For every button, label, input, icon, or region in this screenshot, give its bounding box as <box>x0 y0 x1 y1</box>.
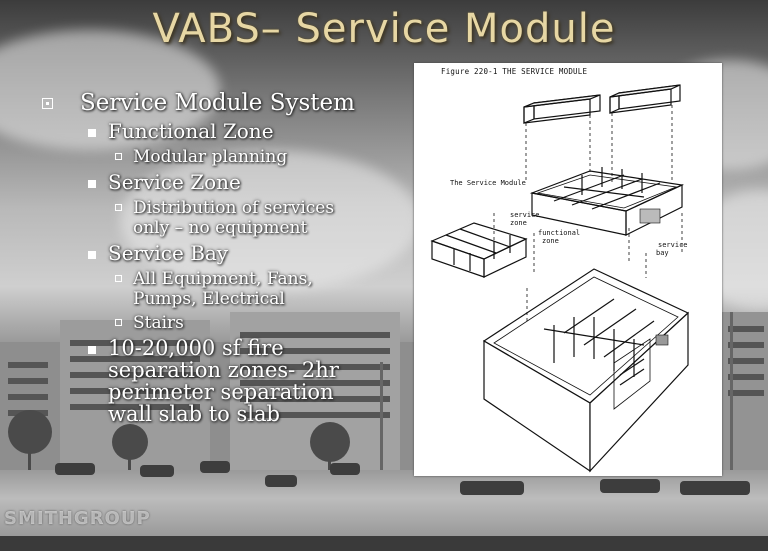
bullet-item: Functional Zone <box>40 120 420 143</box>
service-bay-box-right <box>609 84 681 114</box>
bullet-item: Service Zone <box>40 171 420 194</box>
bullet-item: Service Module System <box>40 90 420 116</box>
service-module-figure: Figure 220-1 THE SERVICE MODULE <box>414 63 722 476</box>
label-functional-zone-1: functional <box>538 229 581 237</box>
bullet-text: Service Module System <box>80 90 355 116</box>
bullet-item: All Equipment, Fans, Pumps, Electrical <box>40 269 340 309</box>
bottom-band <box>0 536 768 551</box>
bullet-text: All Equipment, Fans, Pumps, Electrical <box>133 269 313 309</box>
hollow-square-bullet-icon <box>115 275 122 282</box>
square-bullet-icon <box>88 346 96 354</box>
service-module-slab <box>529 167 685 236</box>
service-module-base <box>482 268 690 473</box>
square-bullet-icon <box>88 180 96 188</box>
hollow-square-bullet-icon <box>115 319 122 326</box>
hollow-square-bullet-icon <box>115 204 122 211</box>
bullet-item: Stairs <box>40 313 420 333</box>
slide-title: VABS– Service Module <box>152 6 616 52</box>
bullet-item: Distribution of services only – no equip… <box>40 198 370 238</box>
square-bullet-icon <box>88 251 96 259</box>
bullet-list: Service Module System Functional Zone Mo… <box>40 90 420 429</box>
label-service-zone-2: zone <box>510 219 527 227</box>
smithgroup-logo: SMITHGROUP <box>4 508 151 529</box>
label-functional-zone-2: zone <box>542 237 559 245</box>
bullet-text: Service Bay <box>108 241 229 265</box>
service-bay-box-left <box>523 94 601 124</box>
hollow-square-bullet-icon <box>115 153 122 160</box>
bullet-text: Modular planning <box>133 147 288 167</box>
building-backdrop <box>0 312 768 482</box>
bullet-item: Modular planning <box>40 147 420 167</box>
cloud <box>120 150 420 290</box>
figure-caption: Figure 220-1 THE SERVICE MODULE <box>441 67 588 76</box>
label-service-bay-1: service <box>658 241 688 249</box>
bullet-item: Service Bay <box>40 242 420 265</box>
square-bullet-icon <box>88 129 96 137</box>
bullet-text: Functional Zone <box>108 119 274 143</box>
cloud <box>0 30 220 150</box>
bullet-item: 10-20,000 sf fire separation zones- 2hr … <box>40 337 360 425</box>
bullet-text: 10-20,000 sf fire separation zones- 2hr … <box>108 336 339 426</box>
checkbox-bullet-icon <box>42 98 53 109</box>
bullet-text: Distribution of services only – no equip… <box>133 198 335 238</box>
bullet-text: Stairs <box>133 313 184 333</box>
functional-zone-slab <box>430 222 528 278</box>
label-service-zone-1: service <box>510 211 540 219</box>
label-service-bay-2: bay <box>656 249 669 257</box>
service-module-drawing <box>430 84 690 473</box>
bullet-text: Service Zone <box>108 170 241 194</box>
parked-cars <box>55 461 750 495</box>
label-service-module: The Service Module <box>450 179 526 187</box>
